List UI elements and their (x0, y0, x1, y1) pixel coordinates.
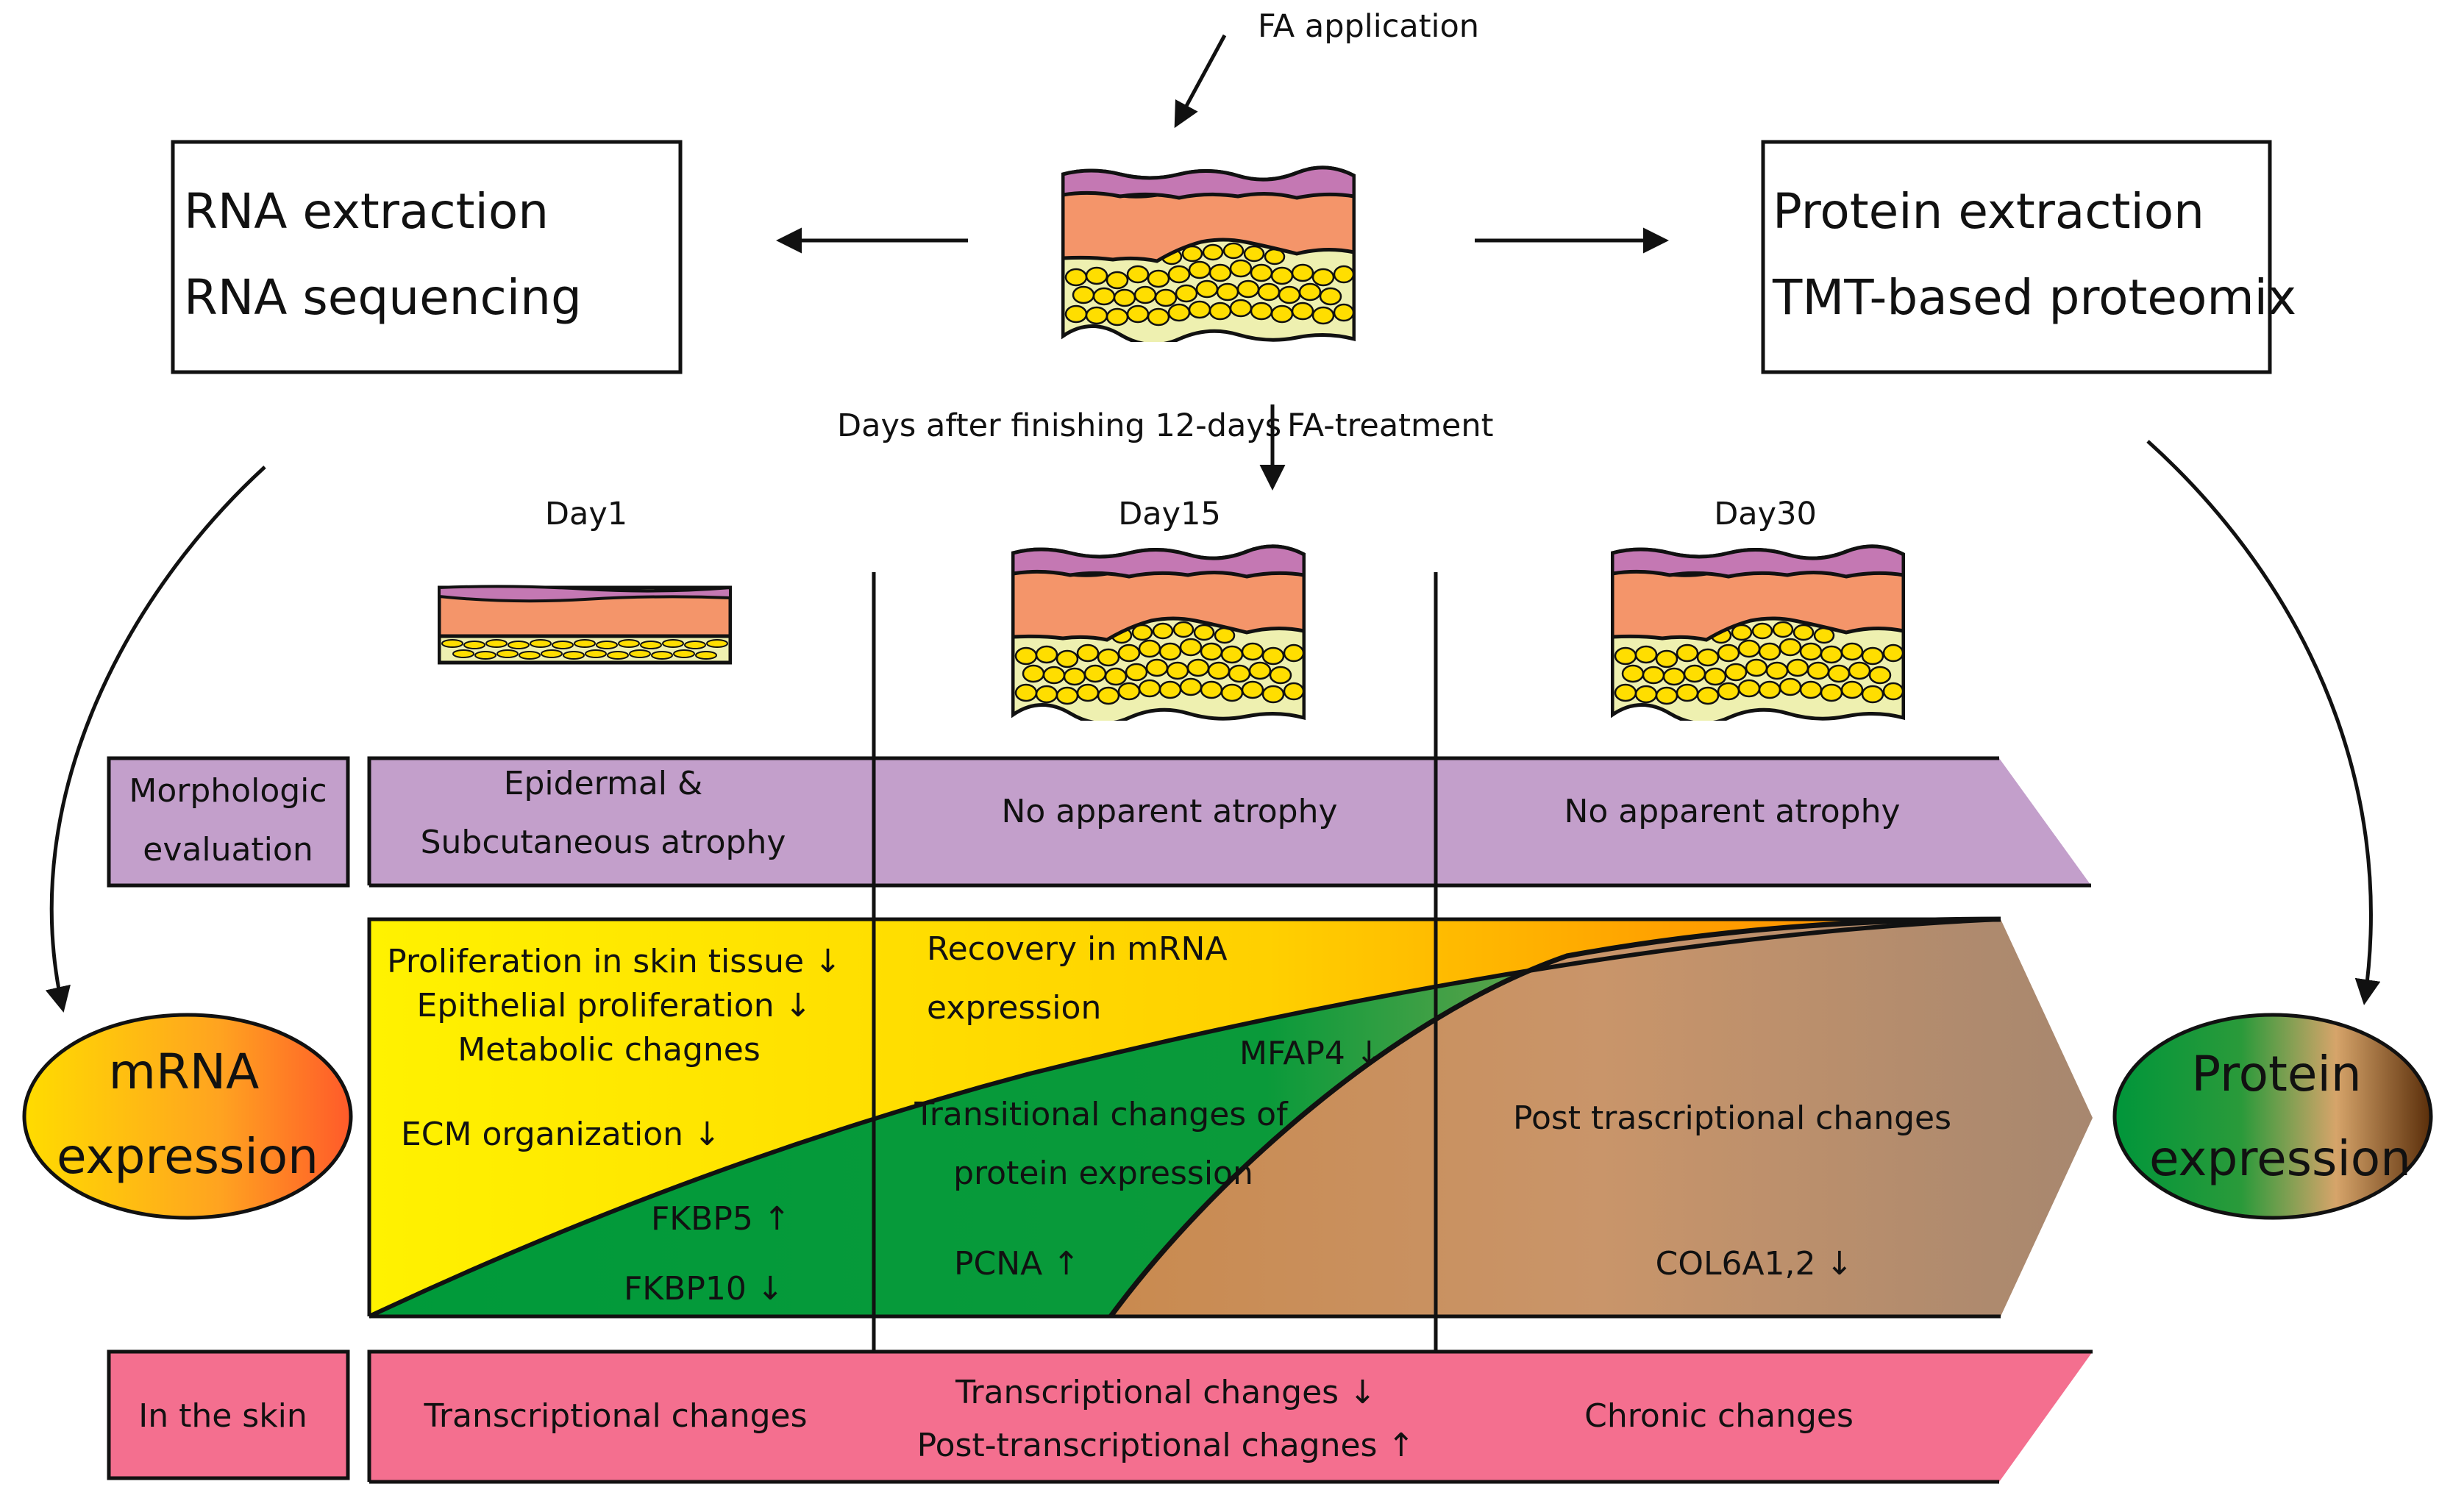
protein-ellipse-line2: expression (2149, 1130, 2411, 1187)
day15-label: Day15 (1118, 496, 1221, 532)
fkbp5-label: FKBP5 ↑ (651, 1200, 791, 1238)
fkbp10-label: FKBP10 ↓ (624, 1270, 784, 1308)
skin-label-box (107, 1349, 350, 1480)
transitional-line1: Transitional changes of (914, 1096, 1289, 1133)
fa-application-label: FA application (1258, 8, 1479, 45)
mrna-ellipse-line2: expression (57, 1128, 318, 1185)
morphology-day15: No apparent atrophy (1001, 793, 1337, 830)
morphology-label-line2: evaluation (143, 831, 313, 869)
protein-box: Protein extraction TMT-based proteomix (1761, 140, 2296, 374)
skin-illustration-day30 (1612, 546, 1904, 724)
mfap4-label: MFAP4 ↓ (1239, 1035, 1383, 1072)
skin-bar-outline (367, 1349, 2093, 1484)
morphology-day1-line1: Epidermal & (504, 765, 703, 802)
morphology-day1-line2: Subcutaneous atrophy (421, 824, 786, 861)
day30-label: Day30 (1714, 496, 1817, 532)
pcna-label: PCNA ↑ (954, 1245, 1080, 1283)
protein-box-line1: Protein extraction (1773, 183, 2204, 240)
days-after-left: Days after finishing 12-days (837, 407, 1281, 444)
protein-to-protein-arrow (2146, 440, 2381, 1005)
recovery-line2: expression (927, 989, 1101, 1027)
day1-label: Day1 (545, 496, 627, 532)
col6-label: COL6A1,2 ↓ (1656, 1245, 1854, 1283)
protein-ellipse (2112, 1013, 2433, 1220)
yellow-line-2: Epithelial proliferation ↓ (417, 987, 812, 1024)
skin-illustration-top (1063, 168, 1354, 345)
ecm-label: ECM organization ↓ (401, 1116, 721, 1153)
rna-box-line1: RNA extraction (184, 183, 549, 240)
expression-panel (367, 916, 2093, 1319)
skin-day15-line2: Post-transcriptional chagnes ↑ (917, 1427, 1415, 1464)
morphology-bar-outline (367, 756, 2091, 888)
morphology-label-line1: Morphologic (129, 772, 327, 810)
rna-box-line2: RNA sequencing (184, 269, 582, 326)
skin-illustration-day15 (1013, 546, 1304, 724)
skin-bar (369, 1352, 2093, 1482)
protein-ellipse-line1: Protein (2191, 1046, 2361, 1102)
rna-box: RNA extraction RNA sequencing (171, 140, 683, 374)
post-transcriptional-label: Post trascriptional changes (1513, 1099, 1951, 1137)
morphology-day30: No apparent atrophy (1564, 793, 1900, 830)
yellow-line-1: Proliferation in skin tissue ↓ (387, 943, 841, 980)
morphology-bar (369, 758, 2091, 885)
mrna-ellipse-line1: mRNA (109, 1044, 260, 1100)
skin-day1: Transcriptional changes (423, 1397, 807, 1435)
skin-day30: Chronic changes (1584, 1397, 1854, 1435)
days-after-right: FA-treatment (1287, 407, 1494, 444)
skin-label: In the skin (138, 1397, 307, 1435)
protein-box-line2: TMT-based proteomix (1772, 269, 2296, 326)
expression-outline (367, 917, 2001, 1319)
fa-application-arrow (1174, 34, 1227, 129)
skin-day15-line1: Transcriptional changes ↓ (955, 1374, 1376, 1411)
post-transcriptional-region (1111, 919, 2093, 1316)
morphology-label-box (107, 756, 350, 888)
rna-to-mrna-arrow (45, 466, 266, 1013)
transitional-line2: protein expression (953, 1155, 1253, 1192)
mrna-curve (368, 917, 2001, 1319)
recovery-line1: Recovery in mRNA (927, 930, 1228, 968)
yellow-line-3: Metabolic chagnes (458, 1031, 761, 1069)
protein-curve (1108, 916, 2001, 1319)
mrna-ellipse (22, 1013, 353, 1220)
skin-illustration-day1 (439, 586, 730, 663)
